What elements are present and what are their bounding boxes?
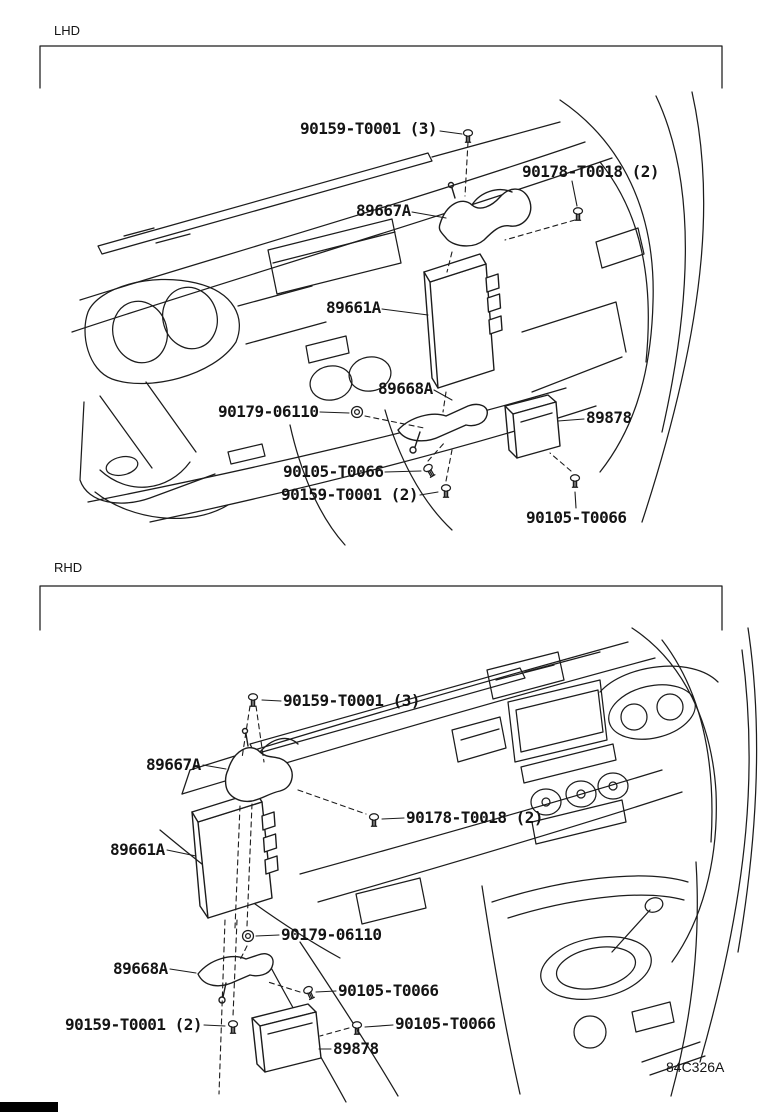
part-label-90105-t0066-b-lhd: 90105-T0066 [526,508,627,527]
part-label-90178-t0018-rhd: 90178-T0018 (2) [406,808,544,827]
part-label-90159-t0001-3-lhd: 90159-T0001 (3) [300,119,438,138]
screw-icon [572,207,584,221]
part-label-90178-t0018-lhd: 90178-T0018 (2) [522,162,660,181]
part-label-90159-t0001-3-rhd: 90159-T0001 (3) [283,691,421,710]
part-label-90105-t0066-a-rhd: 90105-T0066 [338,981,439,1000]
part-label-89667a-rhd: 89667A [146,755,201,774]
ecu-89661a-shape-rhd [191,791,279,919]
rhd-assembly-dashes [218,705,367,1095]
screw-icon [351,1021,363,1035]
lhd-assembly-dashes [364,141,576,482]
screw-icon [247,693,259,707]
lhd-leader-lines [319,130,585,509]
screw-icon [421,462,438,479]
part-label-90179-06110-rhd: 90179-06110 [281,925,382,944]
part-label-90105-t0066-b-rhd: 90105-T0066 [395,1014,496,1033]
bracket-89667a-shape-lhd [438,181,532,247]
bracket-89668a-shape-lhd [397,403,488,454]
part-label-90179-06110-lhd: 90179-06110 [218,402,319,421]
computer-89878-shape-lhd [504,394,561,459]
lhd-parts [397,181,561,459]
diagram-code: 84C326A [666,1059,725,1075]
part-label-90159-t0001-2-rhd: 90159-T0001 (2) [65,1015,203,1034]
part-label-89668a-rhd: 89668A [113,959,168,978]
nut-icon [241,929,255,943]
part-label-89667a-lhd: 89667A [356,201,411,220]
screw-icon [440,484,452,498]
nut-icon [350,405,364,419]
part-label-89668a-lhd: 89668A [378,379,433,398]
lhd-section-frame [39,45,723,89]
part-label-89878-lhd: 89878 [586,408,632,427]
part-label-89661a-rhd: 89661A [110,840,165,859]
page-corner-mark [0,1102,58,1112]
screw-icon [368,813,380,827]
screw-icon [301,984,317,1001]
rhd-parts [191,727,322,1073]
part-label-90105-t0066-a-lhd: 90105-T0066 [283,462,384,481]
screw-icon [569,474,581,488]
lhd-dashboard-art [71,91,705,546]
screw-icon [462,129,474,143]
bracket-89667a-shape-rhd [224,727,299,803]
part-label-90159-t0001-2-lhd: 90159-T0001 (2) [281,485,419,504]
section-label-lhd: LHD [54,23,81,38]
part-label-89878-rhd: 89878 [333,1039,379,1058]
ecu-89661a-shape-lhd [423,253,503,389]
screw-icon [227,1020,239,1034]
rhd-section-frame [39,585,723,631]
rhd-leader-lines [166,699,405,1050]
part-label-89661a-lhd: 89661A [326,298,381,317]
computer-89878-shape-rhd [251,1003,322,1073]
section-label-rhd: RHD [54,560,83,575]
